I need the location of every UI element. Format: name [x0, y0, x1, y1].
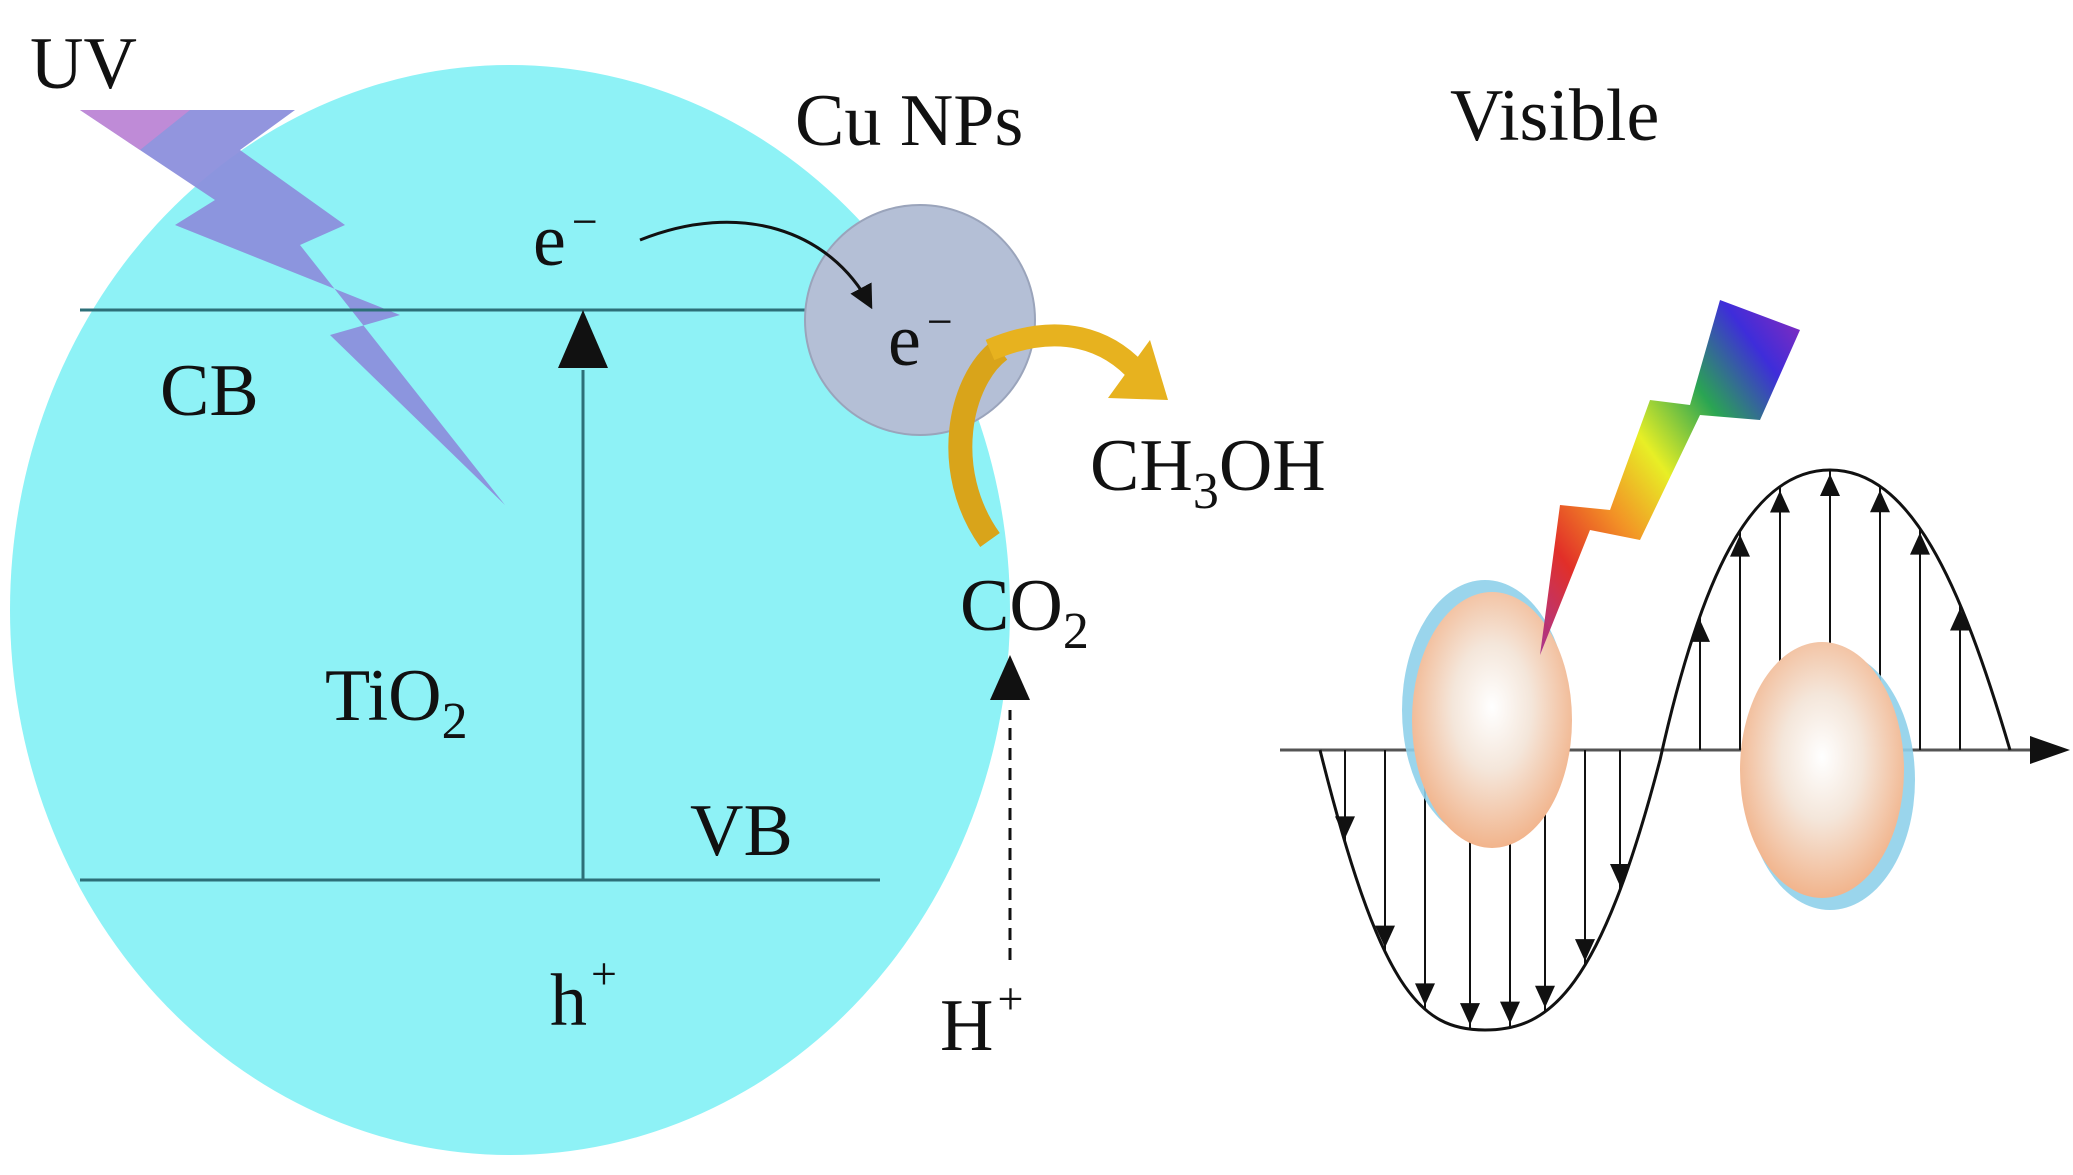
- field-vector-arrowhead: [1950, 608, 1970, 631]
- uv-label: UV: [30, 23, 137, 105]
- proton-label: H+: [940, 973, 1023, 1067]
- hole-label: h+: [550, 948, 617, 1042]
- plasmonic-nanoparticle-right: [1740, 642, 1915, 910]
- electron-cb-label: e−: [533, 196, 598, 282]
- valence-band-label: VB: [690, 790, 793, 872]
- field-vector-arrowhead: [1770, 490, 1790, 513]
- uv-lightning-bolt-icon: [80, 110, 505, 505]
- electron-cu-label: e−: [888, 296, 953, 382]
- field-vector-arrowhead: [1500, 1001, 1520, 1024]
- field-vector-arrows: [1335, 470, 1970, 1030]
- field-axis-arrowhead: [2030, 736, 2070, 764]
- visible-rainbow-bolt-icon: [1540, 300, 1800, 655]
- visible-label: Visible: [1450, 75, 1659, 157]
- co2-label: CO2: [960, 565, 1089, 660]
- methanol-label: CH3OH: [1090, 425, 1326, 520]
- field-vector-arrowhead: [1375, 925, 1395, 948]
- field-vector-arrowhead: [1610, 864, 1630, 887]
- tio2-label: TiO2: [325, 655, 468, 750]
- field-vector-arrowhead: [1820, 474, 1840, 496]
- field-vector-arrowhead: [1535, 985, 1555, 1008]
- cu-nps-label: Cu NPs: [795, 80, 1023, 162]
- plasmon-field-wave: [1280, 300, 2070, 1032]
- proton-arrow-icon: [990, 655, 1030, 960]
- electron-transfer-arrow-icon: [639, 220, 873, 310]
- tio2-particle: [10, 65, 1010, 1155]
- conduction-band-label: CB: [160, 350, 259, 432]
- field-vector-arrowhead: [1575, 939, 1595, 962]
- field-vector-arrowhead: [1690, 619, 1710, 642]
- field-vector-arrowhead: [1910, 532, 1930, 555]
- field-vector-arrowhead: [1730, 534, 1750, 557]
- plasmonic-nanoparticle-left: [1402, 580, 1572, 848]
- product-arrow-icon: [948, 324, 1168, 547]
- field-vector-arrowhead: [1460, 1003, 1480, 1026]
- excitation-arrow-icon: [558, 310, 608, 880]
- field-vector-arrowhead: [1415, 983, 1435, 1006]
- field-vector-arrowhead: [1870, 490, 1890, 513]
- field-vector-arrowhead: [1335, 816, 1355, 839]
